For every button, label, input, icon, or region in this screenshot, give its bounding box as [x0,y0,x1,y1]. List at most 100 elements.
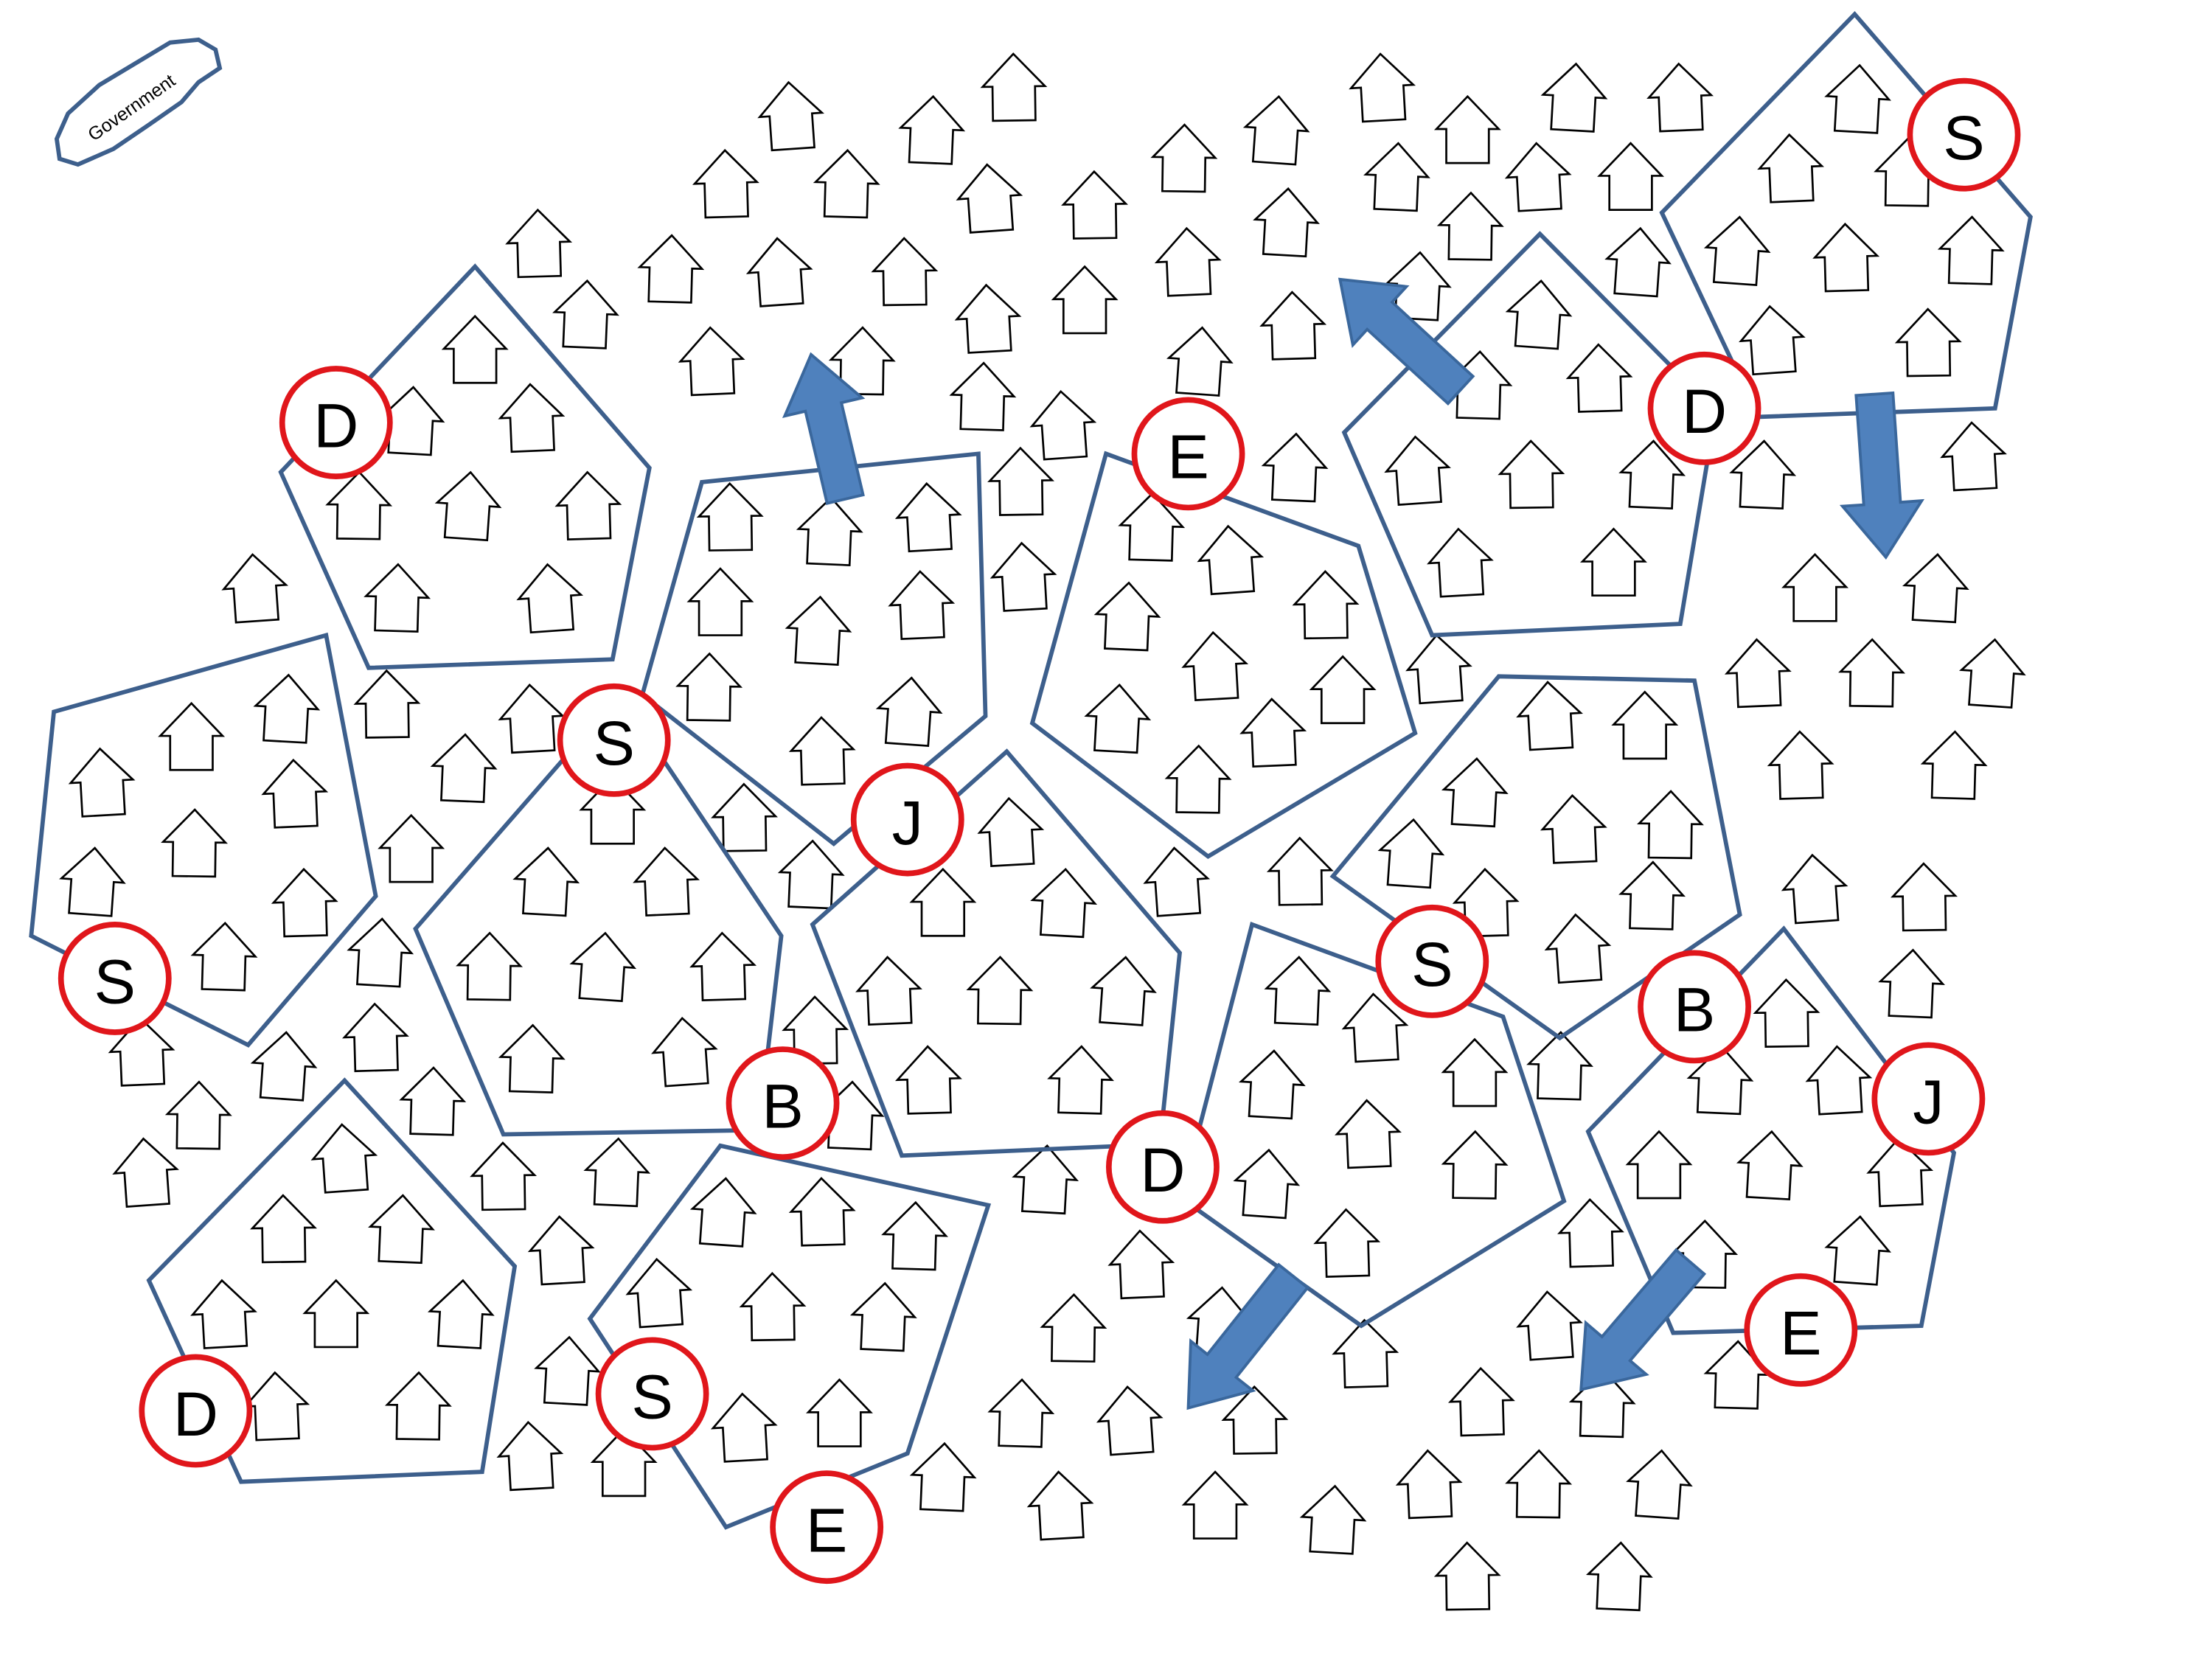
house-icon [739,1271,807,1342]
house-icon [1824,1215,1892,1286]
house-icon [692,148,759,219]
house-icon [898,94,966,165]
house-icon [1266,836,1334,906]
migration-arrow [1186,1262,1310,1411]
house-icon [696,481,764,552]
house-icon [782,995,849,1065]
house-icon [1724,638,1792,709]
house-icon [1166,326,1234,397]
house-icon [1739,305,1806,376]
house-icon [1061,170,1128,240]
group-marker: J [850,762,964,877]
house-icon [1767,730,1834,800]
marker-letter: E [806,1495,847,1565]
house-icon [894,1045,962,1115]
house-icon [1309,655,1377,725]
group-marker: B [1638,950,1752,1064]
community-zone [1029,451,1418,860]
migration-arrow [1338,277,1475,406]
marker-ring [850,762,964,877]
group-marker: S [557,683,671,797]
house-icon [1441,1130,1509,1200]
house-icon [949,361,1017,431]
group-marker: D [1647,351,1761,465]
house-icon [777,839,845,910]
house-icon [1447,1366,1515,1437]
house-icon [1040,1293,1107,1363]
house-icon [1618,860,1686,931]
house-icon [190,1279,257,1349]
house-icon [68,747,136,818]
house-icon [243,1371,310,1441]
house-icon [1181,630,1249,702]
house-icon [161,808,229,878]
migration-arrow [782,352,866,506]
marker-letter: S [94,946,136,1016]
house-icon [1264,956,1332,1026]
house-icon [1093,581,1161,652]
house-icon [498,383,566,453]
house-icon [496,1420,564,1492]
house-icon [1427,527,1494,598]
marker-letter: S [593,708,634,778]
house-icon [987,1378,1055,1448]
house-icon [1332,1318,1399,1388]
group-marker: J [1871,1042,1986,1156]
house-icon [1540,62,1608,133]
house-icon [1781,552,1848,622]
house-icon [1261,432,1329,503]
house-icon [651,1016,718,1088]
house-icon [788,716,856,786]
house-icon [1894,307,1962,378]
house-icon [711,782,778,852]
house-icon [1611,690,1679,760]
community-zone [146,1077,518,1484]
house-icon [1433,1541,1501,1611]
house-icon [954,283,1022,354]
house-icon [1646,62,1714,133]
house-icon [554,470,622,540]
house-icon [987,446,1054,516]
house-icon [250,1031,318,1102]
house-icon [534,1335,601,1406]
marker-ring [557,683,671,797]
house-icon [1253,187,1320,258]
marker-ring [1744,1273,1858,1387]
group-marker: S [1375,904,1489,1018]
house-icon [1703,215,1771,286]
house-icon [1051,265,1119,335]
house-icon [871,237,939,307]
house-icon [378,813,445,883]
marker-letter: E [1167,422,1208,492]
marker-letter: D [173,1379,218,1449]
house-icon [1597,142,1664,211]
house-icon [427,1279,495,1349]
house-icon [364,563,431,633]
arrows-layer [782,277,1925,1411]
house-icon [966,956,1034,1026]
marker-letter: B [762,1071,803,1141]
house-icon [1026,1470,1094,1541]
house-icon [1625,1130,1693,1200]
house-icon [1181,1470,1249,1540]
house-icon [956,163,1023,234]
house-icon [583,1137,651,1208]
house-icon [1580,527,1647,597]
marker-letter: S [1943,102,1984,173]
house-icon [1838,638,1906,708]
house-icon [980,52,1048,122]
house-icon [190,921,258,992]
house-icon [1335,1099,1402,1169]
marker-letter: S [631,1362,672,1432]
house-icon [881,1200,949,1271]
house-icon [434,470,502,542]
house-icon [221,553,289,624]
house-icon [1498,439,1565,509]
group-marker: D [139,1354,253,1468]
government-island: Government [54,37,223,167]
house-icon [1107,1229,1175,1300]
house-icon [1781,853,1848,925]
house-icon [757,80,824,152]
house-icon [347,917,414,988]
house-icon [1626,1449,1693,1520]
